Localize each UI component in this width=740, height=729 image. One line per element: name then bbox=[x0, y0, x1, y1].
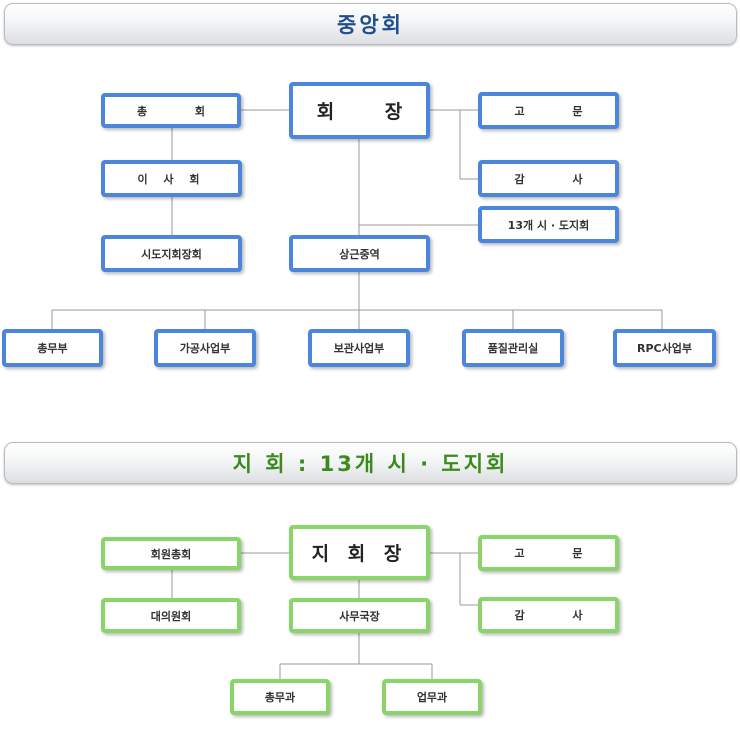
department-label: 보관사업부 bbox=[333, 342, 385, 355]
department-box: 가공사업부 bbox=[154, 329, 256, 367]
department-box: RPC사업부 bbox=[613, 329, 716, 367]
members-meeting-label: 회원총회 bbox=[150, 547, 192, 561]
branch-title: 지 회 : 13개 시 · 도지회 bbox=[232, 452, 509, 476]
general-meeting-box: 총 회 bbox=[101, 93, 241, 128]
section-label: 총무과 bbox=[264, 691, 296, 704]
department-label: RPC사업부 bbox=[637, 342, 692, 355]
executive-director-label: 상근중역 bbox=[339, 247, 380, 261]
section-box: 업무과 bbox=[382, 679, 482, 715]
chairman-label: 회 장 bbox=[316, 101, 425, 123]
general-meeting-label: 총 회 bbox=[136, 104, 228, 118]
auditor-box: 감 사 bbox=[478, 160, 619, 197]
chairman-box: 회 장 bbox=[289, 82, 430, 139]
branch-chairman-box: 지 회 장 bbox=[289, 525, 430, 580]
provincial-chairmen-label: 시도지회장회 bbox=[141, 247, 202, 261]
delegates-box: 대의원회 bbox=[101, 598, 241, 633]
department-label: 총무부 bbox=[37, 342, 68, 355]
delegates-label: 대의원회 bbox=[150, 609, 192, 623]
board-box: 이 사 회 bbox=[101, 160, 242, 197]
auditor-label: 감 사 bbox=[514, 172, 605, 186]
department-label: 가공사업부 bbox=[179, 342, 231, 355]
central-title: 중앙회 bbox=[337, 13, 404, 37]
section-label: 업무과 bbox=[416, 691, 448, 704]
advisor-label: 고 문 bbox=[514, 104, 605, 118]
provincial-chairmen-box: 시도지회장회 bbox=[101, 235, 242, 272]
central-title-bar: 중앙회 bbox=[4, 3, 737, 45]
department-box: 총무부 bbox=[2, 329, 103, 367]
branch-chairman-label: 지 회 장 bbox=[311, 543, 408, 565]
branches-label: 13개 시 · 도지회 bbox=[507, 218, 590, 232]
branches-box: 13개 시 · 도지회 bbox=[478, 206, 619, 243]
board-label: 이 사 회 bbox=[137, 172, 206, 186]
members-meeting-box: 회원총회 bbox=[101, 537, 241, 570]
department-box: 보관사업부 bbox=[308, 329, 410, 367]
branch-advisor-label: 고 문 bbox=[514, 547, 605, 560]
branch-auditor-box: 감 사 bbox=[478, 597, 619, 633]
advisor-box: 고 문 bbox=[478, 92, 619, 129]
branch-auditor-label: 감 사 bbox=[514, 609, 605, 622]
department-box: 품질관리실 bbox=[462, 329, 564, 367]
branch-advisor-box: 고 문 bbox=[478, 535, 619, 571]
department-label: 품질관리실 bbox=[487, 342, 539, 355]
branch-title-bar: 지 회 : 13개 시 · 도지회 bbox=[4, 442, 737, 484]
executive-director-box: 상근중역 bbox=[289, 235, 430, 272]
secretary-general-box: 사무국장 bbox=[289, 598, 430, 633]
section-box: 총무과 bbox=[230, 679, 330, 715]
secretary-general-label: 사무국장 bbox=[339, 609, 380, 623]
